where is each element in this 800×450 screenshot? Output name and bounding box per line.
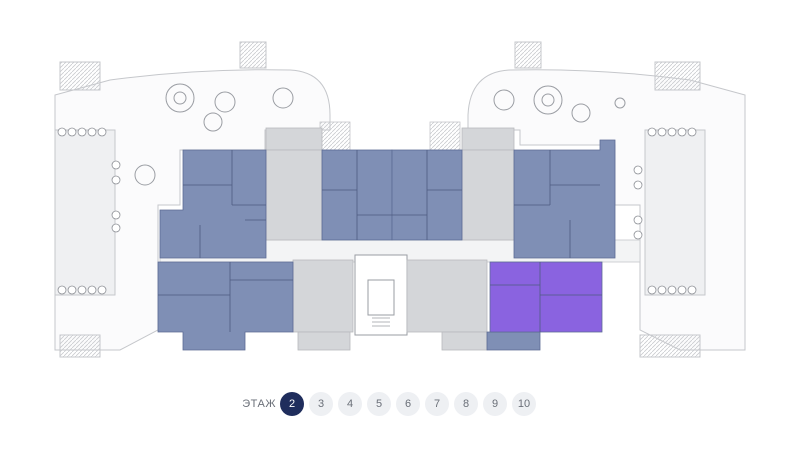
landscaping (134, 83, 626, 186)
floor-button-8[interactable]: 8 (454, 392, 478, 416)
floor-button-7[interactable]: 7 (425, 392, 449, 416)
floor-button-4[interactable]: 4 (338, 392, 362, 416)
floor-label: ЭТАЖ (242, 398, 276, 410)
interior-walls (158, 150, 602, 332)
apartment-7[interactable] (489, 261, 603, 333)
floor-button-9[interactable]: 9 (483, 392, 507, 416)
common-areas (265, 127, 515, 351)
floor-selector: ЭТАЖ 2 3 4 5 6 7 8 9 10 (0, 388, 800, 420)
hedge-row-left (57, 127, 121, 295)
terrace-left (54, 41, 331, 358)
hedge-row-right (633, 127, 697, 295)
floor-button-5[interactable]: 5 (367, 392, 391, 416)
floor-button-2[interactable]: 2 (280, 392, 304, 416)
floor-button-6[interactable]: 6 (396, 392, 420, 416)
apartment-5[interactable] (157, 261, 294, 351)
apartments (157, 139, 616, 351)
apartment-6[interactable] (486, 331, 541, 351)
apartment-1[interactable] (159, 149, 267, 259)
terrace-right (467, 41, 746, 358)
floor-button-3[interactable]: 3 (309, 392, 333, 416)
apartment-4[interactable] (513, 139, 616, 259)
floor-plan (54, 41, 746, 358)
floor-button-10[interactable]: 10 (512, 392, 536, 416)
